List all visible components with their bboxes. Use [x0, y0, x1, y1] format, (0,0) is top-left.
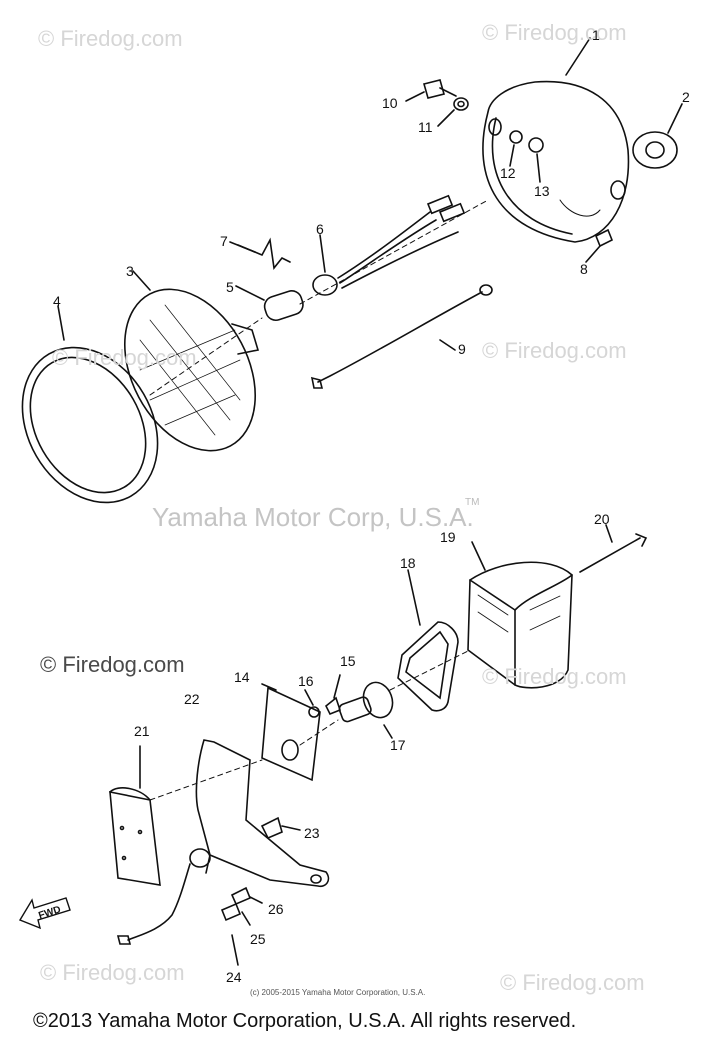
callout-26: 26	[268, 901, 284, 917]
lens-screw	[579, 524, 648, 573]
taillight-bulb	[338, 681, 394, 739]
lens-gasket	[397, 569, 459, 712]
callout-5: 5	[226, 279, 234, 295]
headlight-shell	[482, 37, 630, 243]
bolt-and-washer	[405, 79, 469, 127]
spring-clip	[229, 237, 291, 270]
forward-arrow-icon: FWD	[18, 897, 71, 930]
small-copyright: (c) 2005-2015 Yamaha Motor Corporation, …	[250, 988, 426, 997]
callout-12: 12	[500, 165, 516, 181]
callout-9: 9	[458, 341, 466, 357]
callout-11: 11	[418, 119, 433, 135]
nuts	[509, 130, 544, 183]
callout-17: 17	[390, 737, 406, 753]
bulb-socket	[235, 285, 304, 322]
license-light	[109, 745, 161, 886]
callout-23: 23	[304, 825, 320, 841]
callout-14: 14	[234, 669, 250, 685]
callout-13: 13	[534, 183, 550, 199]
callout-4: 4	[53, 293, 61, 309]
callout-1: 1	[592, 27, 600, 43]
callout-3: 3	[126, 263, 134, 279]
taillight-lens	[467, 541, 573, 689]
socket-plate	[261, 683, 321, 782]
callout-19: 19	[440, 529, 456, 545]
callout-24: 24	[226, 969, 242, 985]
callout-18: 18	[400, 555, 416, 571]
wire-harness	[312, 194, 466, 296]
headlight-rim	[21, 305, 159, 504]
callout-10: 10	[382, 95, 398, 111]
callout-7: 7	[220, 233, 228, 249]
ground-lead	[310, 284, 493, 389]
taillight-bracket	[195, 739, 330, 888]
callout-22: 22	[184, 691, 200, 707]
callout-16: 16	[298, 673, 314, 689]
callout-8: 8	[580, 261, 588, 277]
trademark-mark: TM	[465, 497, 480, 508]
screw	[585, 228, 614, 263]
callout-15: 15	[340, 653, 356, 669]
taillight-wire	[116, 848, 263, 966]
callout-25: 25	[250, 931, 266, 947]
callout-21: 21	[134, 723, 150, 739]
grommet	[632, 103, 683, 169]
callout-2: 2	[682, 89, 690, 105]
footer-copyright: ©2013 Yamaha Motor Corporation, U.S.A. A…	[33, 1010, 577, 1032]
center-watermark: Yamaha Motor Corp, U.S.A.	[152, 502, 474, 532]
bracket-bolt	[260, 816, 301, 840]
callout-20: 20	[594, 511, 610, 527]
assembly-axis-bottom	[149, 649, 471, 801]
callout-6: 6	[316, 221, 324, 237]
assembly-axis-top	[149, 199, 489, 396]
sealed-beam-unit	[123, 270, 260, 452]
